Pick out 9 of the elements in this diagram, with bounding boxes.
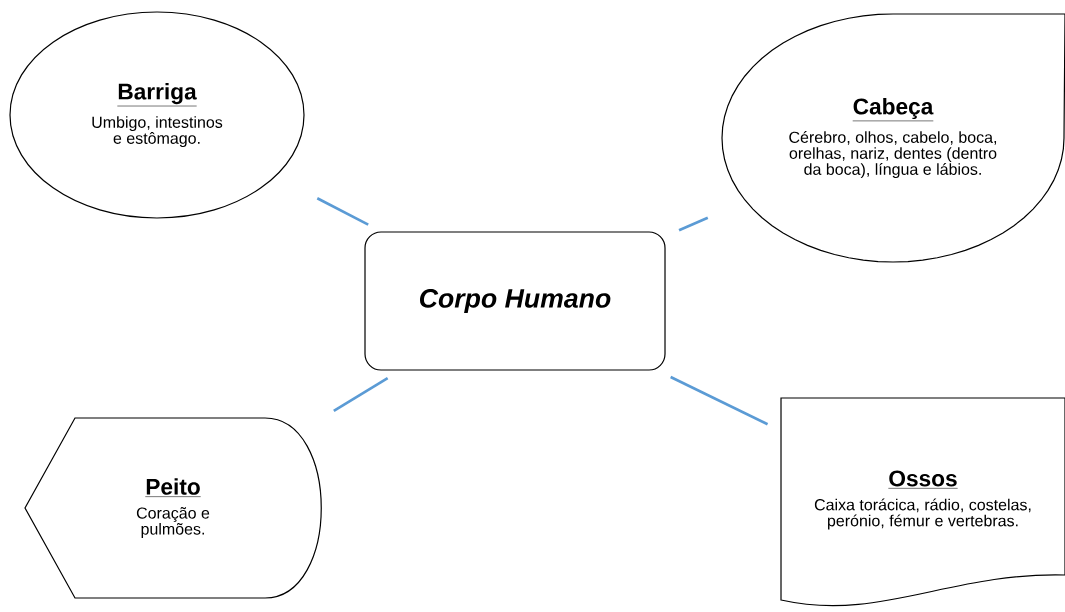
center-box: Corpo Humano	[364, 231, 666, 371]
connector-line	[333, 377, 389, 412]
connector-line	[678, 216, 709, 232]
ellipse-node: Barriga Umbigo, intestinos e estômago.	[9, 11, 305, 219]
connector-line	[316, 197, 369, 226]
display-shape-node: Peito Coração e pulmões.	[24, 417, 322, 599]
document-node: Ossos Caixa torácica, rádio, costelas, perónio, fémur e vertebras.	[780, 397, 1065, 607]
ellipse-node: Cabeça Cérebro, olhos, cabelo, boca, orelhas, nariz, dentes (dentro da boca), língua e lábios.	[721, 13, 1065, 263]
connector-line	[670, 375, 769, 426]
